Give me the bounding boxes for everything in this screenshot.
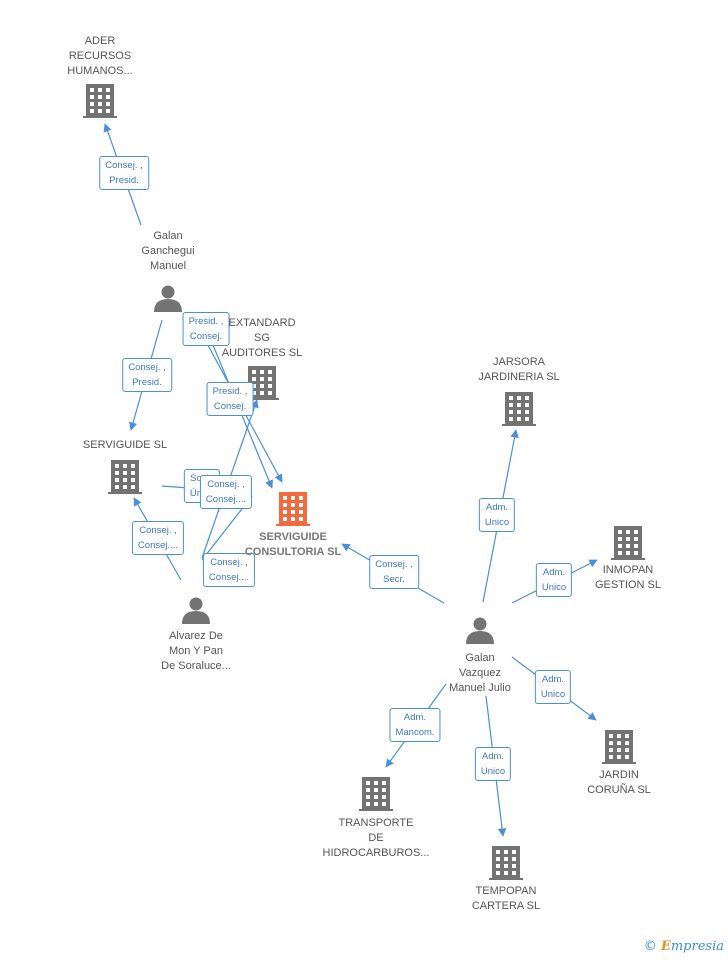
node-label-jarsora[interactable]: JARSORA JARDINERIA SL (478, 356, 560, 383)
brand-name: mpresia (670, 939, 724, 954)
node-label-jardin[interactable]: JARDIN CORUÑA SL (587, 769, 651, 796)
edge-label-ganchegui-serviguide_consultoria[interactable]: Presid. , Consej. (206, 382, 254, 416)
edge-label-vazquez-serviguide_consultoria[interactable]: Consej. , Secr. (369, 555, 419, 589)
building-icon (245, 366, 279, 400)
footer-brand: © Empresia (644, 939, 724, 954)
node-label-ader[interactable]: ADER RECURSOS HUMANOS... (67, 35, 133, 77)
node-label-ganchegui[interactable]: Galan Ganchegui Manuel (141, 230, 195, 272)
edge-label-vazquez-inmopan[interactable]: Adm. Unico (535, 563, 573, 597)
main-company-icon (276, 492, 310, 526)
node-label-inmopan[interactable]: INMOPAN GESTION SL (594, 564, 662, 591)
building-icon (602, 730, 636, 764)
node-label-alvarez[interactable]: Alvarez De Mon Y Pan De Soraluce... (161, 630, 231, 672)
node-label-vazquez[interactable]: Galan Vazquez Manuel Julio (449, 652, 511, 694)
node-label-tempopan[interactable]: TEMPOPAN CARTERA SL (471, 885, 541, 912)
edge-label-alvarez-extandard[interactable]: Consej. , Consej.... (202, 553, 256, 587)
person-icon (182, 597, 210, 624)
node-label-transporte[interactable]: TRANSPORTE DE HIDROCARBUROS... (322, 817, 430, 859)
node-label-serviguide_sl[interactable]: SERVIGUIDE SL (82, 439, 168, 451)
edge-label-vazquez-tempopan[interactable]: Adm. Unico (474, 747, 512, 781)
edge-label-vazquez-transporte[interactable]: Adm. Mancom. (389, 708, 441, 742)
edge-label-alvarez-serviguide_consultoria[interactable]: Consej. , Consej.... (199, 475, 253, 509)
edge-label-ganchegui-serviguide_sl[interactable]: Consej. , Presid. (122, 358, 172, 392)
edge-label-alvarez-serviguide_sl[interactable]: Consej. , Consej.... (131, 521, 185, 555)
building-icon (83, 84, 117, 118)
building-icon (502, 392, 536, 426)
building-icon (611, 526, 645, 560)
copyright-icon: © (643, 939, 657, 954)
building-icon (359, 777, 393, 811)
brand-initial: E (660, 939, 671, 954)
edge-label-ganchegui-serviguide_consultoria[interactable]: Presid. , Consej. (182, 312, 230, 346)
person-icon (154, 285, 182, 312)
edge-label-vazquez-jardin[interactable]: Adm. Unico (534, 670, 572, 704)
node-label-extandard[interactable]: EXTANDARD SG AUDITORES SL (221, 317, 303, 359)
building-icon (489, 846, 523, 880)
node-layer (83, 84, 645, 880)
person-icon (466, 617, 494, 644)
edge-ganchegui-serviguide_consultoria (212, 344, 273, 489)
building-icon (108, 460, 142, 494)
node-label-serviguide_consultoria[interactable]: SERVIGUIDE CONSULTORIA SL (244, 531, 342, 558)
edge-label-vazquez-jarsora[interactable]: Adm. Unico (478, 498, 516, 532)
edge-label-ganchegui-ader[interactable]: Consej. , Presid. (99, 156, 149, 190)
